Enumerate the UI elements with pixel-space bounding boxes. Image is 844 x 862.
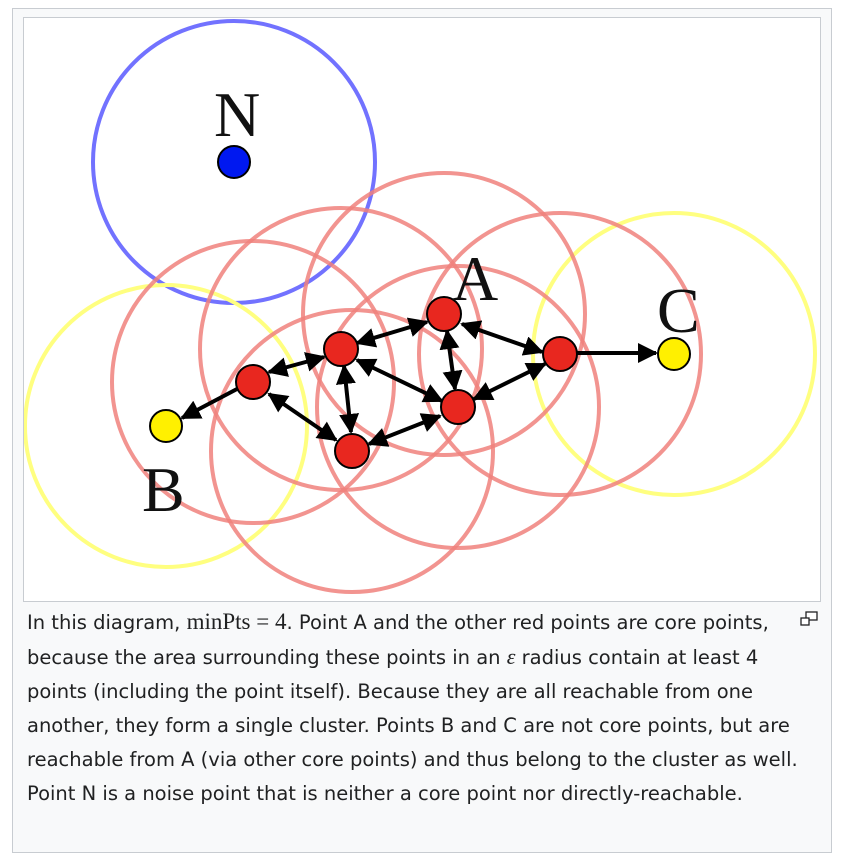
reachability-arrows	[180, 317, 658, 447]
arrow-core1-core2	[267, 352, 326, 377]
figure: N A B C In this diagram, minPts = 4. Poi…	[12, 8, 832, 853]
arrow-core4-core5	[472, 362, 547, 401]
core-radius-ring-4	[417, 211, 703, 497]
border-point-b	[149, 409, 183, 443]
caption-epsilon: ε	[506, 644, 516, 669]
core-point-6	[334, 433, 370, 469]
caption-part-2: radius contain at least 4 points (includ…	[27, 646, 798, 805]
core-point-4	[542, 336, 578, 372]
points	[149, 145, 691, 469]
label-c: C	[657, 275, 700, 346]
core-radius-ring-6	[209, 308, 495, 594]
label-a: A	[452, 243, 498, 314]
arrow-a-core4	[460, 320, 544, 356]
arrow-core5-core6	[367, 413, 442, 447]
arrow-core1-core6	[267, 392, 338, 442]
arrow-a-core5	[439, 329, 463, 391]
arrow-core1-b	[180, 387, 238, 420]
arrow-core2-core6	[335, 364, 360, 434]
core-point-1	[235, 364, 271, 400]
label-b: B	[142, 454, 185, 525]
noise-point-n	[217, 145, 251, 179]
caption-math-minpts: minPts	[186, 609, 251, 634]
magnify-icon-graphic	[800, 611, 818, 626]
point-labels: N A B C	[142, 79, 700, 525]
arrow-core2-a	[355, 317, 429, 348]
diagram-canvas: N A B C	[24, 19, 817, 594]
core-point-2	[323, 331, 359, 367]
core-point-5	[440, 389, 476, 425]
magnify-icon[interactable]	[799, 611, 819, 627]
arrow-core2-core5	[355, 358, 444, 403]
caption-intro: In this diagram,	[27, 611, 187, 634]
caption-math-equals: = 4	[250, 609, 287, 634]
caption-part-1: . Point A and the other red points are c…	[27, 611, 769, 669]
label-n: N	[214, 79, 260, 150]
dbscan-diagram[interactable]: N A B C	[23, 17, 821, 602]
figure-caption: In this diagram, minPts = 4. Point A and…	[27, 605, 805, 811]
core-point-a	[426, 296, 462, 332]
border-point-c	[657, 337, 691, 371]
core-radius-ring-3	[301, 171, 587, 457]
